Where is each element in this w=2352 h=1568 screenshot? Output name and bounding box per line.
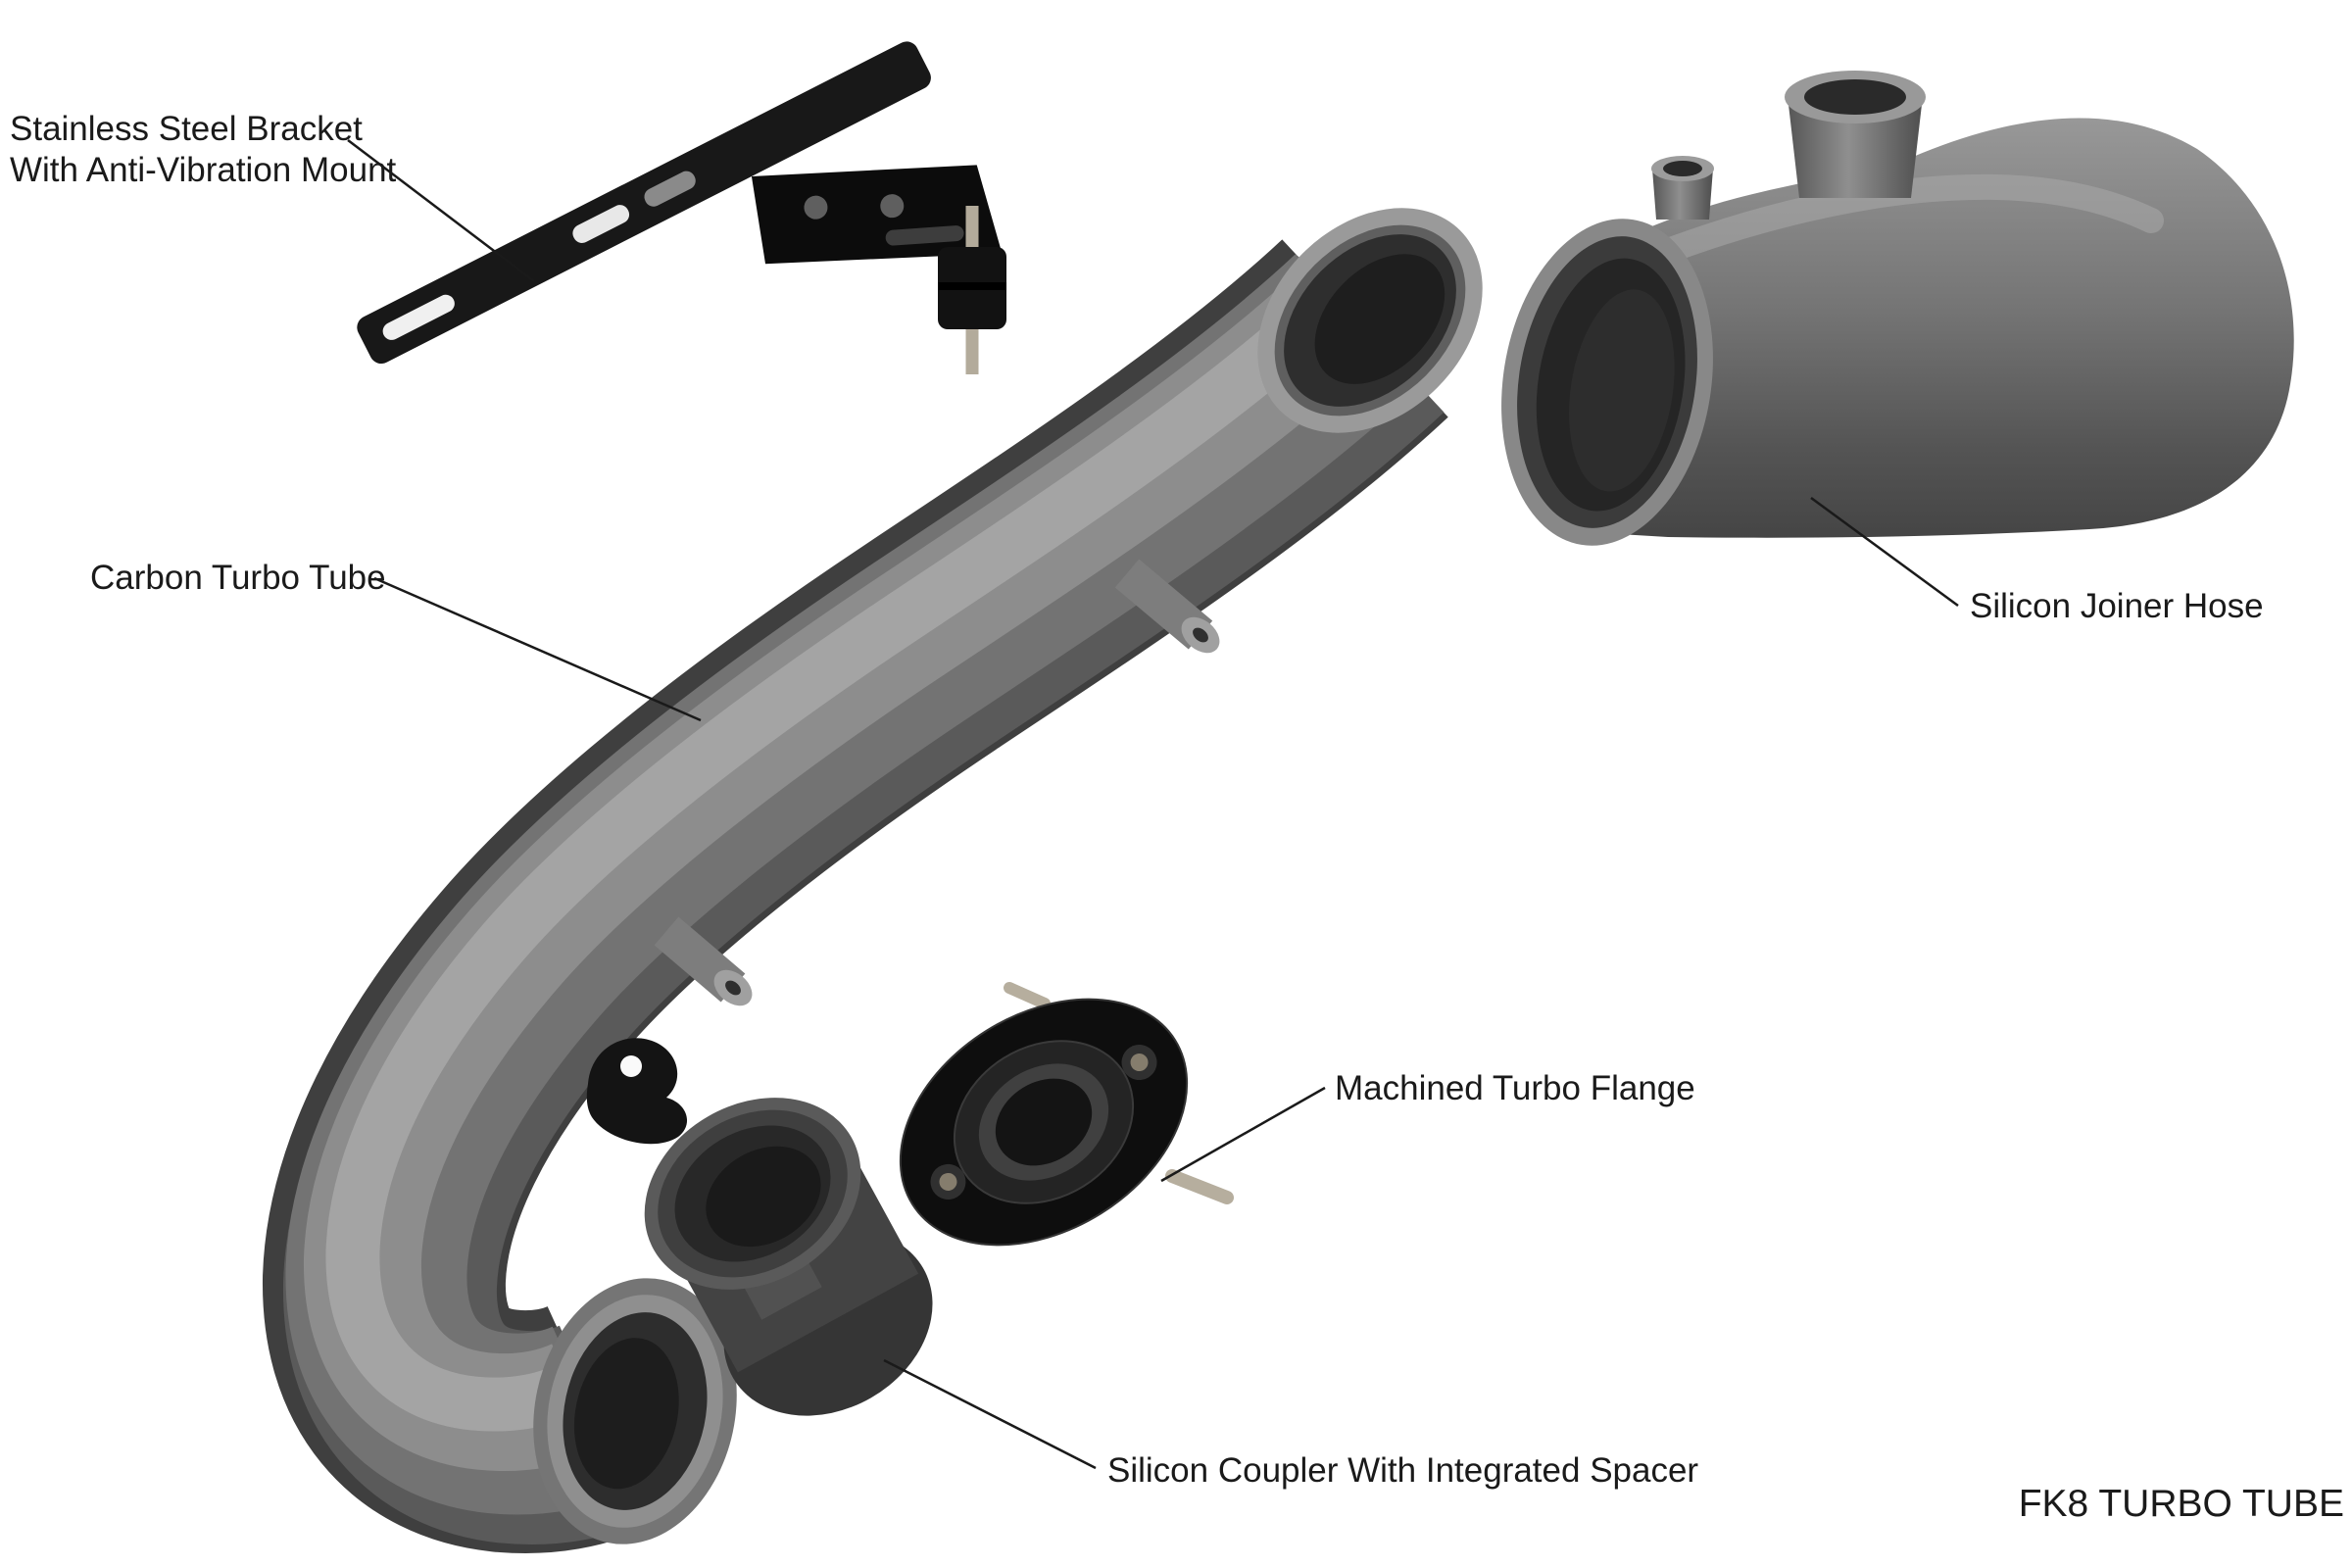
mount-groove	[938, 282, 1006, 290]
label-bracket-line1: Stainless Steel Bracket	[10, 110, 363, 148]
bracket-hole-1	[804, 195, 828, 220]
flange-bore	[995, 1078, 1093, 1166]
bracket-hole-2	[880, 194, 905, 219]
tube-bell-opening	[533, 1278, 737, 1544]
tube-top-opening	[1257, 208, 1483, 433]
tube-nipple-upper	[1114, 559, 1220, 654]
label-bracket-line2: With Anti-Vibration Mount	[10, 151, 397, 189]
tube-body-highlight	[325, 280, 1352, 1432]
tube-nipple-lower	[654, 916, 753, 1006]
leader-bracket	[347, 139, 535, 282]
diagram-title: FK8 TURBO TUBE	[2019, 1483, 2344, 1525]
label-turbo-flange: Machined Turbo Flange	[1335, 1069, 1695, 1107]
carbon-turbo-tube	[263, 208, 1483, 1554]
anti-vibration-mount	[938, 206, 1006, 374]
bracket-slot-4	[885, 225, 964, 246]
hose-opening	[1501, 219, 1713, 546]
leader-coupler	[883, 1358, 1097, 1470]
mounting-bracket	[357, 41, 1003, 365]
label-coupler: Silicon Coupler With Integrated Spacer	[1107, 1451, 1698, 1490]
leader-turbo-flange	[1160, 1086, 1326, 1183]
coupler-opening	[644, 1098, 861, 1290]
leader-lines	[347, 139, 1959, 1470]
hose-highlight	[1658, 173, 2164, 263]
hose-port-small	[1651, 156, 1714, 220]
silicon-coupler	[644, 1098, 933, 1416]
bracket-slot-1	[382, 294, 455, 340]
label-joiner-hose: Silicon Joiner Hose	[1970, 587, 2264, 625]
hose-port-large	[1785, 71, 1926, 198]
retainer-clip	[586, 1038, 688, 1145]
silicon-joiner-hose	[1501, 71, 2294, 546]
machined-turbo-flange	[899, 998, 1189, 1247]
leader-carbon-tube	[373, 576, 702, 722]
flange-stud-lower	[1165, 1169, 1234, 1204]
leader-joiner-hose	[1810, 496, 1959, 608]
clip-hole	[620, 1055, 642, 1077]
bracket-slot-3	[644, 171, 696, 207]
label-carbon-tube: Carbon Turbo Tube	[90, 559, 386, 597]
bracket-slot-2	[572, 205, 630, 243]
flange-stud-upper	[1004, 982, 1051, 1009]
